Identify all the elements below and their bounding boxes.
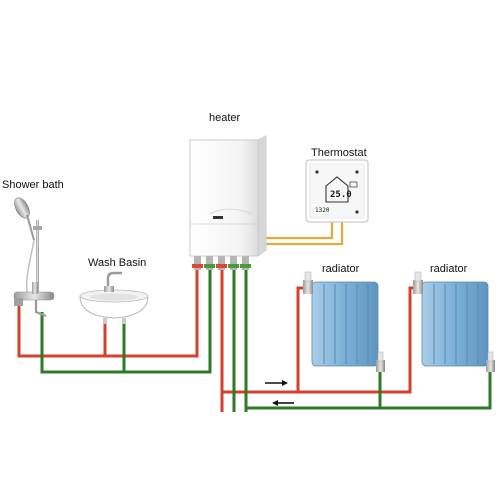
signal-wire-lower	[266, 222, 344, 246]
arrow-right-icon	[265, 380, 288, 386]
signal-wires	[266, 222, 344, 246]
wash-basin	[79, 271, 149, 324]
label-heater: heater	[209, 112, 241, 124]
label-radiator-1: radiator	[322, 263, 360, 275]
thermostat: 25.0 1320	[305, 159, 369, 223]
return-pipe-shower	[40, 268, 212, 374]
label-wash-basin: Wash Basin	[88, 257, 146, 269]
return-pipe-radiator-main	[246, 372, 492, 410]
boiler	[189, 135, 267, 270]
signal-wire-upper	[266, 222, 334, 240]
label-shower: Shower bath	[2, 179, 64, 191]
radiator-2	[413, 271, 495, 372]
return-pipe-radiator-1	[246, 372, 382, 410]
thermostat-time: 1320	[315, 207, 330, 214]
home-icon	[325, 176, 349, 203]
shower	[13, 197, 55, 318]
return-pipes	[40, 268, 492, 412]
boiler-valves	[192, 256, 251, 270]
radiator-1	[303, 271, 385, 372]
thermostat-setpoint: 25.0	[330, 190, 352, 200]
arrow-left-icon	[272, 400, 294, 406]
label-radiator-2: radiator	[430, 263, 468, 275]
label-thermostat: Thermostat	[311, 147, 367, 159]
supply-pipe-shower	[17, 268, 199, 358]
